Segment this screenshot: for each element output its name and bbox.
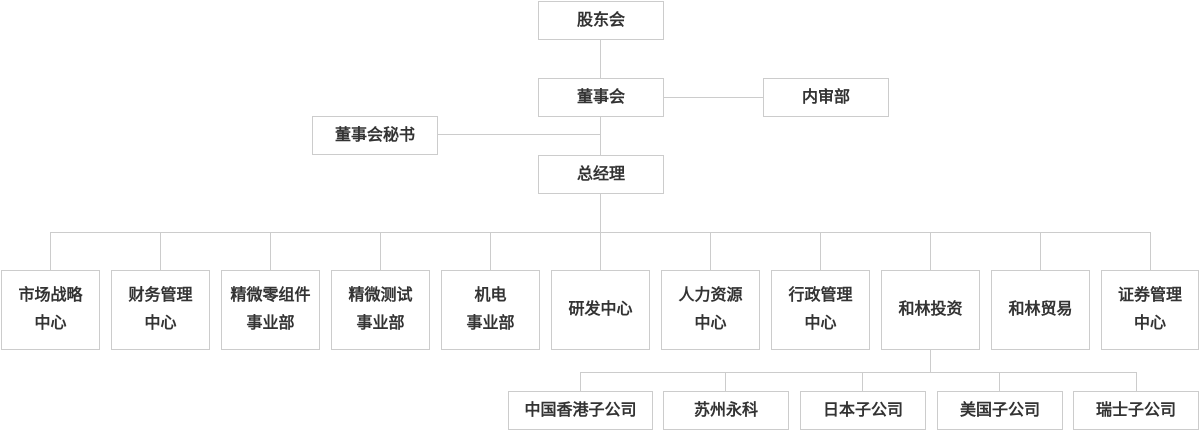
connector-line <box>580 372 1137 373</box>
node-dept-market-strategy-center: 市场战略 中心 <box>1 270 100 350</box>
connector-line <box>820 232 821 270</box>
connector-line <box>50 232 51 270</box>
node-board-of-directors: 董事会 <box>538 78 664 117</box>
connector-line <box>438 134 600 135</box>
node-dept-helin-investment: 和林投资 <box>881 270 980 350</box>
node-dept-admin-management-center: 行政管理 中心 <box>771 270 870 350</box>
node-dept-hr-center: 人力资源 中心 <box>661 270 760 350</box>
node-sub-japan-subsidiary: 日本子公司 <box>800 391 926 430</box>
connector-line <box>160 232 161 270</box>
node-dept-helin-trading: 和林贸易 <box>991 270 1090 350</box>
node-dept-precision-components-division: 精微零组件 事业部 <box>221 270 320 350</box>
node-sub-suzhou-yongke: 苏州永科 <box>663 391 789 430</box>
connector-line <box>580 372 581 391</box>
connector-line <box>270 232 271 270</box>
node-sub-switzerland-subsidiary: 瑞士子公司 <box>1073 391 1199 430</box>
node-general-manager: 总经理 <box>538 155 664 194</box>
node-sub-usa-subsidiary: 美国子公司 <box>937 391 1063 430</box>
node-dept-finance-management-center: 财务管理 中心 <box>111 270 210 350</box>
connector-line <box>999 372 1000 391</box>
connector-line <box>490 232 491 270</box>
connector-line <box>725 372 726 391</box>
connector-line <box>380 232 381 270</box>
connector-line <box>1040 232 1041 270</box>
node-board-secretary: 董事会秘书 <box>312 116 438 155</box>
connector-line <box>930 349 931 372</box>
node-sub-china-hongkong-subsidiary: 中国香港子公司 <box>508 391 653 430</box>
connector-line <box>710 232 711 270</box>
node-dept-electromechanical-division: 机电 事业部 <box>441 270 540 350</box>
node-shareholders-meeting: 股东会 <box>538 1 664 40</box>
connector-line <box>600 193 601 232</box>
connector-line <box>930 232 931 270</box>
connector-line <box>862 372 863 391</box>
node-dept-rd-center: 研发中心 <box>551 270 650 350</box>
connector-line <box>1136 372 1137 391</box>
connector-line <box>600 116 601 155</box>
node-dept-precision-testing-division: 精微测试 事业部 <box>331 270 430 350</box>
connector-line <box>600 232 601 270</box>
node-dept-securities-management-center: 证券管理 中心 <box>1101 270 1199 350</box>
connector-line <box>663 97 763 98</box>
node-internal-audit: 内审部 <box>763 78 889 117</box>
connector-line <box>1150 232 1151 270</box>
connector-line <box>600 39 601 78</box>
